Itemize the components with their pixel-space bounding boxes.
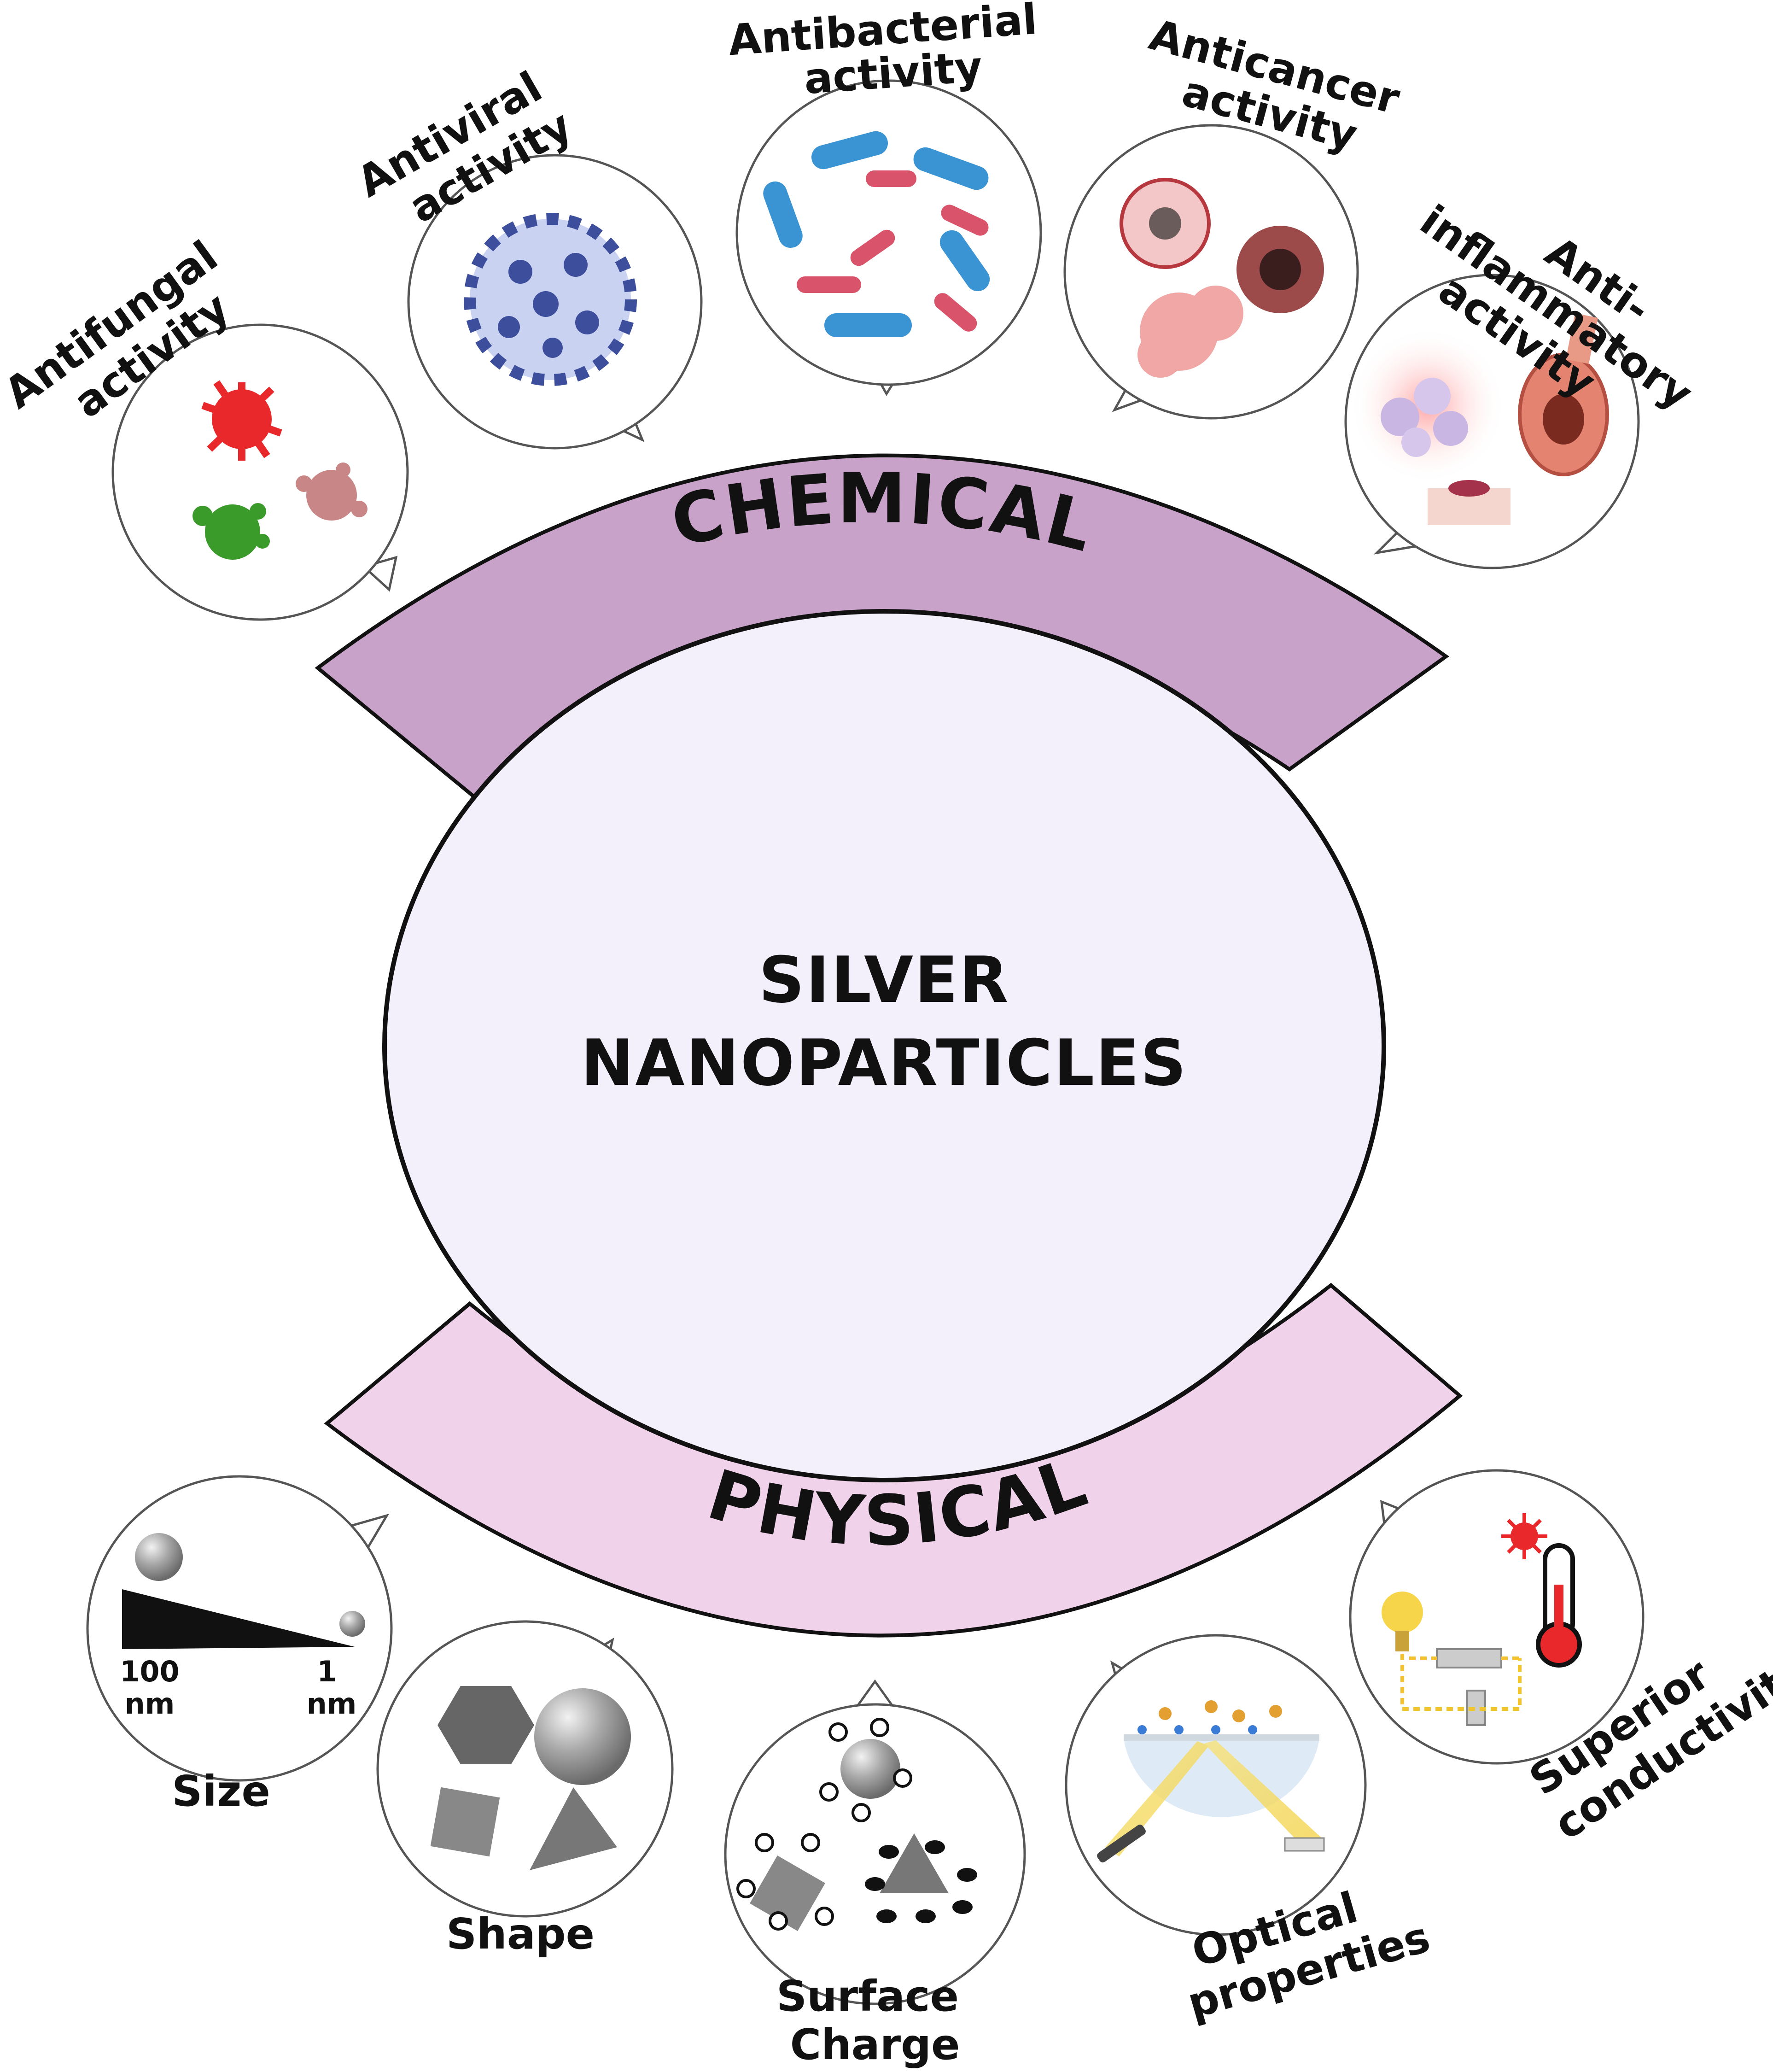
cancer-cell-icon — [1120, 178, 1324, 378]
size-right-unit: nm — [307, 1687, 357, 1721]
inflammation-icon — [1349, 313, 1609, 525]
shape-bubble — [376, 1620, 674, 1918]
surface-charge-bubble — [724, 1679, 1026, 2005]
core-title-line1: SILVER — [758, 943, 1009, 1017]
surface-charge-icon — [736, 1718, 977, 1931]
antiviral-bubble — [407, 154, 703, 450]
size-left-unit: nm — [125, 1687, 175, 1721]
core-title-line2: NANOPARTICLES — [581, 1026, 1188, 1100]
shapes-icon — [430, 1686, 631, 1870]
conductivity-bubble — [1349, 1469, 1645, 1765]
anti-inflammatory-bubble — [1344, 274, 1640, 569]
size-bubble: 100 nm 1 nm — [86, 1475, 393, 1782]
antifungal-bubble — [111, 323, 409, 621]
optical-bubble — [1065, 1634, 1367, 1936]
size-right-value: 1 — [317, 1655, 337, 1688]
core-circle — [382, 609, 1386, 1482]
shape-label: Shape — [446, 1909, 595, 1959]
size-label: Size — [172, 1767, 270, 1816]
bacteria-icon — [763, 131, 990, 337]
size-left-value: 100 — [120, 1655, 179, 1688]
size-scale-icon — [122, 1533, 365, 1649]
antibacterial-label: Antibacterial activity — [727, 0, 1056, 109]
optical-setup-icon — [1097, 1700, 1325, 1863]
antibacterial-bubble — [735, 79, 1042, 396]
surface-charge-label: Surface Charge — [776, 1972, 974, 2069]
conductivity-icon — [1382, 1513, 1582, 1726]
anticancer-bubble — [1063, 124, 1359, 420]
virus-icon — [464, 213, 637, 386]
fungus-icon — [192, 380, 367, 560]
